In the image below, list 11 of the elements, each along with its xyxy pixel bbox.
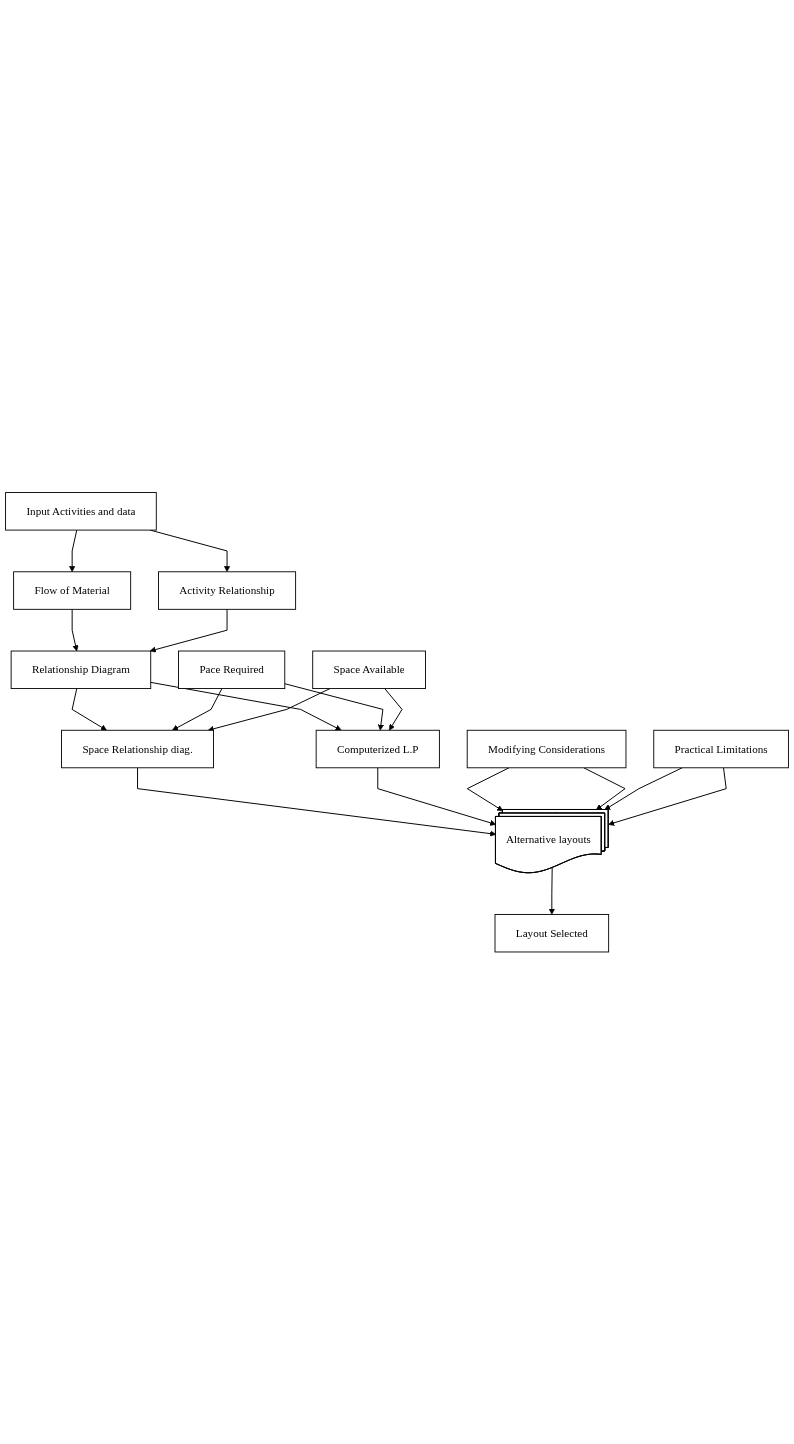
node-box: Space Relationship diag. xyxy=(61,729,214,768)
node-box: Relationship Diagram xyxy=(10,650,152,689)
node-box: Layout Selected xyxy=(494,913,610,953)
node-box: Input Activities and data xyxy=(5,491,157,531)
node-box: Activity Relationship xyxy=(158,571,297,610)
node-box: Computerized L.P xyxy=(315,729,440,768)
node-box: Space Available xyxy=(312,650,426,689)
node-box: Modifying Considerations xyxy=(466,729,627,768)
node-box: Practical Limitations xyxy=(653,729,789,768)
node-box: Pace Required xyxy=(178,650,286,689)
node-box: Flow of Material xyxy=(13,571,132,610)
